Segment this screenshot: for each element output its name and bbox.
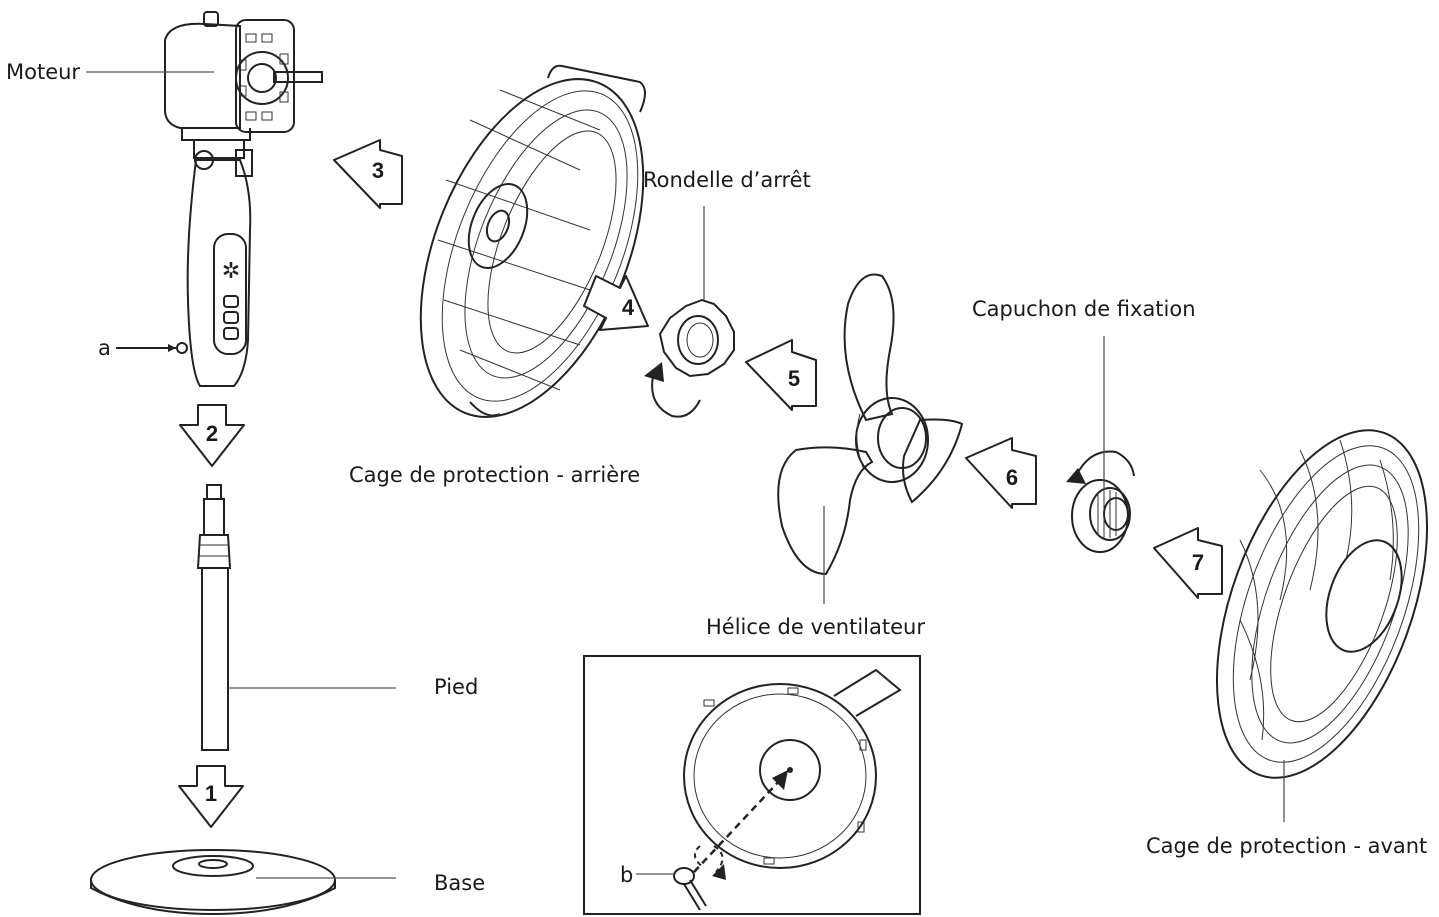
step-5-arrow: 5 — [745, 339, 817, 411]
step-4-arrow: 4 — [583, 275, 649, 331]
label-moteur: Moteur — [6, 60, 80, 84]
inset-detail — [583, 655, 921, 915]
fan-blade-illustration — [777, 273, 964, 576]
label-cage-arriere: Cage de protection - arrière — [349, 463, 640, 487]
motor-illustration: ✲ — [164, 11, 323, 387]
lock-washer-illustration — [644, 298, 735, 418]
step-2-arrow: 2 — [179, 404, 245, 467]
step-1-number: 1 — [205, 781, 217, 806]
label-cage-avant: Cage de protection - avant — [1146, 834, 1427, 858]
label-helice: Hélice de ventilateur — [706, 615, 925, 639]
step-6-number: 6 — [1006, 465, 1018, 490]
step-1-arrow: 1 — [178, 765, 244, 828]
label-capuchon: Capuchon de fixation — [972, 297, 1196, 321]
label-pied: Pied — [434, 675, 478, 699]
label-b: b — [620, 863, 633, 887]
front-cage-illustration — [1215, 429, 1429, 779]
step-6-arrow: 6 — [965, 437, 1037, 509]
label-rondelle: Rondelle d’arrêt — [643, 168, 811, 192]
step-7-arrow: 7 — [1153, 527, 1223, 599]
label-a: a — [98, 336, 111, 360]
fixing-cap-illustration — [1066, 450, 1135, 553]
svg-text:✲: ✲ — [222, 259, 240, 284]
step-4-number: 4 — [622, 295, 635, 320]
step-7-number: 7 — [1192, 550, 1204, 575]
step-2-number: 2 — [206, 421, 218, 446]
step-3-number: 3 — [372, 158, 384, 183]
step-3-arrow: 3 — [333, 139, 403, 209]
pole-illustration — [196, 484, 232, 751]
base-illustration — [90, 849, 336, 916]
step-5-number: 5 — [788, 366, 800, 391]
rear-cage-illustration — [419, 64, 646, 418]
label-base: Base — [434, 871, 485, 895]
